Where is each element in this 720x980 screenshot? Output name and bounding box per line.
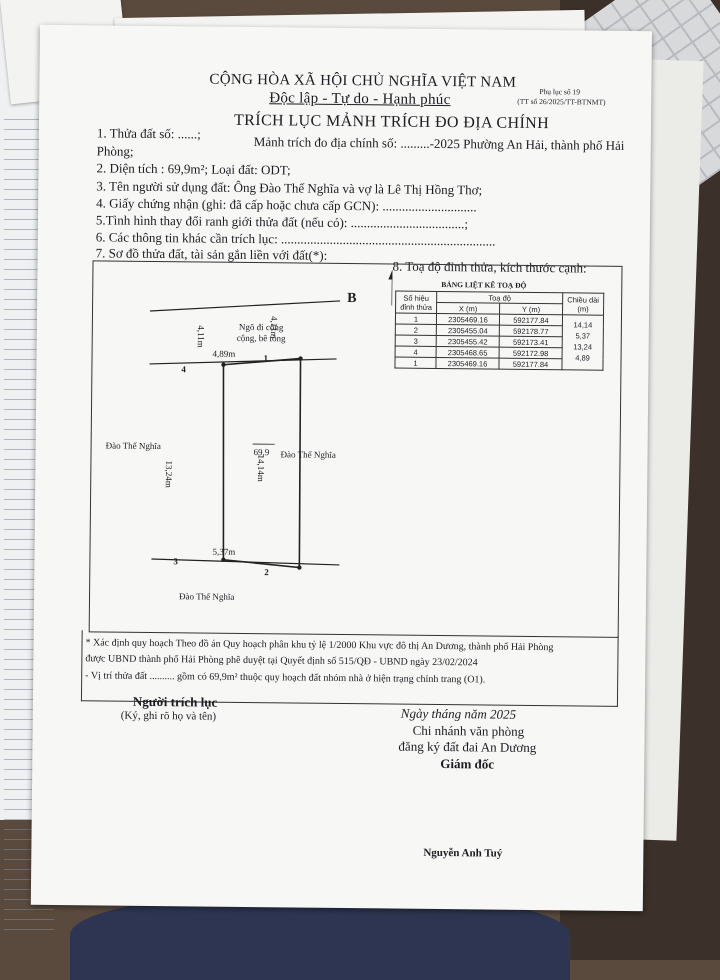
road-width-left: 4,11m	[196, 325, 206, 348]
cell-y: 592177.84	[499, 358, 562, 370]
coord-col-point: Số hiệu đỉnh thửa	[396, 291, 437, 313]
cell-x: 2305455.04	[436, 324, 499, 336]
extractor-subtitle: (Ký, ghi rõ họ và tên)	[121, 710, 216, 723]
field-city: Phòng;	[97, 143, 134, 159]
length-value: 13,24	[573, 342, 592, 351]
cell-y: 592178.77	[499, 325, 562, 337]
document-sheet: CỘNG HÒA XÃ HỘI CHỦ NGHĨA VIỆT NAM Độc l…	[31, 25, 652, 911]
office-line-1: Chi nhánh văn phòng	[413, 723, 525, 740]
length-value: 5,37	[575, 331, 590, 340]
length-value: 4,89	[575, 353, 590, 362]
neighbor-bottom: Đào Thế Nghĩa	[179, 591, 234, 602]
cell-point: 3	[395, 335, 436, 346]
cell-point: 1	[395, 313, 436, 324]
extractor-title: Người trích lục	[133, 694, 217, 711]
coord-table: Số hiệu đỉnh thửa Toạ độ Chiều dài (m) X…	[394, 291, 604, 371]
cell-y: 592177.84	[499, 314, 562, 326]
cell-y: 592173.41	[499, 336, 562, 348]
date-line: Ngày tháng năm 2025	[401, 706, 516, 723]
document-title: TRÍCH LỤC MẢNH TRÍCH ĐO ĐỊA CHÍNH	[234, 112, 549, 133]
appendix-label: Phụ lục số 19	[539, 87, 580, 96]
coord-col-y: Y (m)	[500, 303, 563, 315]
neighbor-left: Đào Thế Nghĩa	[106, 441, 161, 452]
motto: Độc lập - Tự do - Hạnh phúc	[269, 90, 450, 109]
edge-right-length: 14,14m	[256, 454, 266, 481]
edge-left-length: 13,24m	[164, 460, 174, 487]
field-area: 2. Diện tích : 69,9m²; Loại đất: ODT;	[96, 160, 290, 178]
cell-point: 4	[395, 346, 436, 357]
plot-area-label: 69,9	[254, 447, 270, 457]
field-map-sheet: Mảnh trích đo địa chính số: .........-20…	[254, 134, 625, 154]
signer-name: Nguyễn Anh Tuý	[423, 847, 502, 860]
edge-top-length: 4,89m	[213, 349, 236, 359]
circular-label: (TT số 26/2025/TT-BTNMT)	[517, 97, 605, 107]
cell-x: 2305468.65	[436, 346, 499, 358]
country-heading: CỘNG HÒA XÃ HỘI CHỦ NGHĨA VIỆT NAM	[209, 72, 516, 92]
field-parcel-number: 1. Thửa đất số: ......;	[97, 125, 201, 142]
coord-table-caption: BẢNG LIỆT KÊ TOẠ ĐỘ	[441, 280, 526, 290]
cell-point: 1	[395, 357, 436, 368]
cell-x: 2305455.42	[436, 335, 499, 347]
corner-1: 1	[263, 353, 268, 363]
corner-3: 3	[173, 556, 178, 566]
coord-col-length: Chiều dài (m)	[563, 293, 604, 315]
cell-x: 2305469.16	[436, 313, 499, 325]
cell-x: 2305469.16	[436, 357, 499, 369]
neighbor-right: Đào Thế Nghĩa	[280, 449, 335, 460]
corner-2: 2	[264, 567, 269, 577]
road-width-right: 4,11m	[269, 316, 279, 339]
corner-4: 4	[181, 364, 186, 374]
length-value: 14,14	[573, 320, 592, 329]
cell-lengths: 14,14 5,37 13,24 4,89	[562, 315, 604, 370]
cell-point: 2	[395, 324, 436, 335]
edge-bottom-length: 5,37m	[212, 547, 235, 557]
coord-col-x: X (m)	[437, 302, 500, 314]
north-arrow-label: B	[347, 291, 357, 307]
office-line-2: đăng ký đất đai An Dương	[398, 739, 536, 756]
signer-position: Giám đốc	[440, 756, 494, 773]
cell-y: 592172.98	[499, 347, 562, 359]
